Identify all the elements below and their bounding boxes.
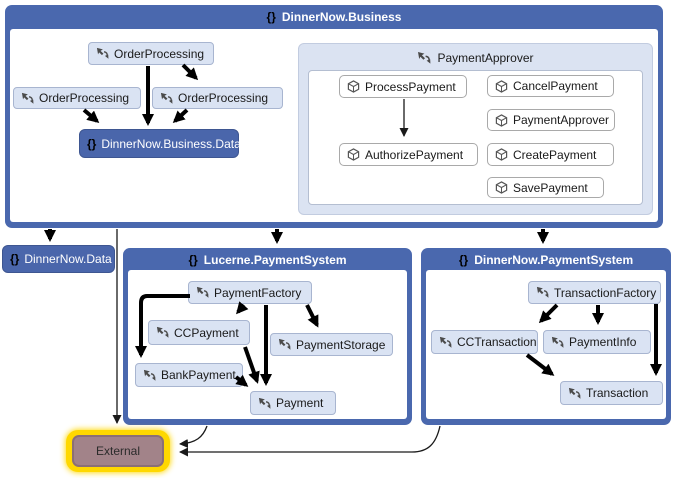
group-title-label: Lucerne.PaymentSystem: [203, 253, 347, 267]
group-title-label: PaymentApprover: [437, 51, 534, 65]
edge-orderprocessing-top-to-orderprocessing-right[interactable]: [181, 63, 199, 81]
edge-bankpayment-to-payment[interactable]: [234, 374, 249, 387]
node-create-payment[interactable]: CreatePayment: [487, 143, 614, 166]
cube-icon: [495, 148, 508, 161]
group-header-dinnernow-paymentsystem[interactable]: {} DinnerNow.PaymentSystem: [421, 252, 671, 268]
double-arrow-icon: [143, 369, 156, 382]
node-label: OrderProcessing: [39, 91, 130, 105]
group-header-lucerne[interactable]: {} Lucerne.PaymentSystem: [123, 252, 412, 268]
node-payment-info[interactable]: PaymentInfo: [543, 330, 651, 354]
node-label: External: [95, 444, 141, 458]
double-arrow-icon: [196, 286, 209, 299]
edge-lucerne-to-external[interactable]: [179, 425, 208, 448]
node-label: PaymentFactory: [214, 285, 302, 300]
node-label: DinnerNow.Data: [24, 252, 112, 266]
node-order-processing-left[interactable]: OrderProcessing: [13, 87, 141, 109]
edge-orderprocessing-left-to-businessdata[interactable]: [82, 108, 100, 123]
cube-icon: [495, 79, 508, 93]
node-label: OrderProcessing: [114, 46, 205, 61]
edge-orderprocessing-right-to-businessdata[interactable]: [172, 108, 189, 124]
node-label: CreatePayment: [513, 147, 597, 162]
node-save-payment[interactable]: SavePayment: [487, 177, 604, 198]
node-cc-payment[interactable]: CCPayment: [148, 320, 250, 345]
double-arrow-icon: [568, 387, 581, 400]
node-authorize-payment[interactable]: AuthorizePayment: [339, 143, 478, 166]
cube-icon: [495, 181, 508, 194]
node-label: CCTransaction: [457, 335, 537, 349]
node-order-processing-top[interactable]: OrderProcessing: [88, 42, 214, 65]
group-title-label: DinnerNow.Business: [281, 10, 402, 24]
cube-icon: [495, 113, 508, 127]
cube-icon: [347, 80, 360, 93]
namespace-icon: {}: [87, 136, 97, 151]
node-label: Payment: [276, 396, 324, 410]
double-arrow-icon: [160, 92, 173, 105]
node-transaction[interactable]: Transaction: [560, 381, 663, 405]
node-payment-approver-member[interactable]: PaymentApprover: [487, 109, 615, 131]
node-label: Transaction: [586, 386, 649, 400]
double-arrow-icon: [278, 338, 291, 351]
node-transaction-factory[interactable]: TransactionFactory: [528, 281, 661, 304]
node-label: CancelPayment: [513, 79, 598, 93]
node-label: PaymentApprover: [513, 113, 610, 127]
double-arrow-icon: [96, 47, 109, 60]
cube-icon: [347, 148, 360, 161]
namespace-icon: {}: [266, 10, 276, 24]
namespace-icon: {}: [458, 253, 469, 267]
node-label: PaymentStorage: [296, 337, 386, 352]
edge-ccpayment-to-payment[interactable]: [243, 346, 260, 384]
node-label: OrderProcessing: [178, 91, 269, 105]
namespace-icon: {}: [188, 253, 198, 267]
group-title-label: DinnerNow.PaymentSystem: [474, 253, 634, 267]
node-cancel-payment[interactable]: CancelPayment: [487, 75, 614, 97]
group-header-payment-approver[interactable]: PaymentApprover: [299, 50, 652, 66]
node-label: SavePayment: [513, 180, 588, 195]
namespace-icon: {}: [10, 252, 20, 266]
node-payment-storage[interactable]: PaymentStorage: [270, 333, 393, 356]
edge-transactionfactory-to-cctransaction[interactable]: [538, 303, 559, 324]
node-payment-factory[interactable]: PaymentFactory: [188, 281, 312, 304]
node-cc-transaction[interactable]: CCTransaction: [431, 330, 538, 354]
edge-cctransaction-to-transaction[interactable]: [525, 353, 555, 376]
edge-paymentfactory-to-ccpayment[interactable]: [236, 301, 249, 315]
node-dinnernow-business-data[interactable]: {} DinnerNow.Business.Data: [79, 129, 241, 158]
node-label: TransactionFactory: [554, 285, 657, 300]
node-bank-payment[interactable]: BankPayment: [135, 363, 243, 387]
double-arrow-icon: [536, 286, 549, 299]
double-arrow-icon: [258, 397, 271, 410]
edge-paymentfactory-to-bankpayment[interactable]: [135, 294, 190, 358]
double-arrow-icon: [156, 326, 169, 339]
double-arrow-icon: [439, 336, 452, 349]
double-arrow-icon: [21, 92, 34, 105]
node-order-processing-right[interactable]: OrderProcessing: [152, 87, 283, 109]
node-label: AuthorizePayment: [365, 147, 464, 162]
edge-dinnernow-paymentsystem-to-external[interactable]: [179, 425, 441, 457]
node-dinnernow-data[interactable]: {} DinnerNow.Data: [2, 245, 115, 273]
double-arrow-icon: [551, 336, 564, 349]
node-label: ProcessPayment: [365, 79, 456, 94]
double-arrow-icon: [417, 51, 431, 65]
node-label: DinnerNow.Business.Data: [101, 136, 241, 151]
node-label: PaymentInfo: [569, 335, 637, 349]
node-label: CCPayment: [174, 325, 239, 340]
node-process-payment[interactable]: ProcessPayment: [339, 75, 467, 98]
node-payment[interactable]: Payment: [250, 391, 336, 415]
node-external[interactable]: External: [66, 430, 170, 472]
edge-paymentfactory-to-paymentstorage[interactable]: [305, 304, 319, 328]
group-header-dinnernow-business[interactable]: {} DinnerNow.Business: [5, 9, 663, 25]
node-label: BankPayment: [161, 368, 236, 382]
